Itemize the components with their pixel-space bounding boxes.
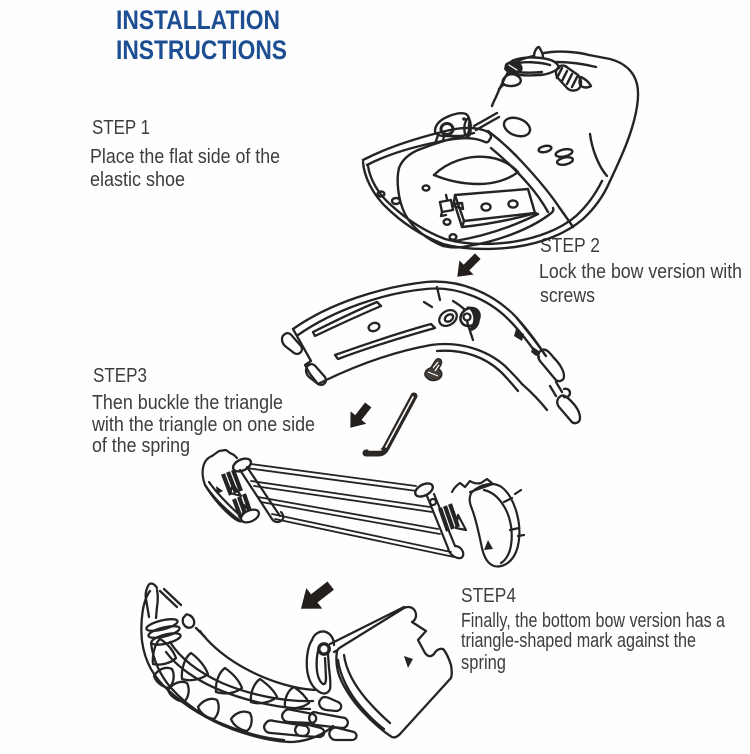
svg-text:of the spring: of the spring xyxy=(92,435,190,457)
svg-text:screws: screws xyxy=(540,285,595,307)
svg-text:INSTRUCTIONS: INSTRUCTIONS xyxy=(116,35,287,65)
svg-text:Place the flat side of the: Place the flat side of the xyxy=(90,146,280,168)
svg-text:STEP3: STEP3 xyxy=(93,364,147,387)
svg-text:Finally, the bottom bow versio: Finally, the bottom bow version has a xyxy=(461,610,726,632)
svg-text:triangle-shaped mark against t: triangle-shaped mark against the xyxy=(461,630,696,652)
svg-text:spring: spring xyxy=(461,652,506,674)
svg-text:Lock the bow version with: Lock the bow version with xyxy=(539,261,742,283)
svg-text:with the triangle on one side: with the triangle on one side xyxy=(91,414,315,436)
svg-text:STEP4: STEP4 xyxy=(461,584,516,607)
svg-text:INSTALLATION: INSTALLATION xyxy=(116,5,280,35)
svg-text:elastic shoe: elastic shoe xyxy=(90,169,185,191)
svg-text:Then buckle the triangle: Then buckle the triangle xyxy=(92,392,283,414)
svg-text:STEP 2: STEP 2 xyxy=(540,234,600,257)
svg-text:STEP 1: STEP 1 xyxy=(92,116,150,139)
